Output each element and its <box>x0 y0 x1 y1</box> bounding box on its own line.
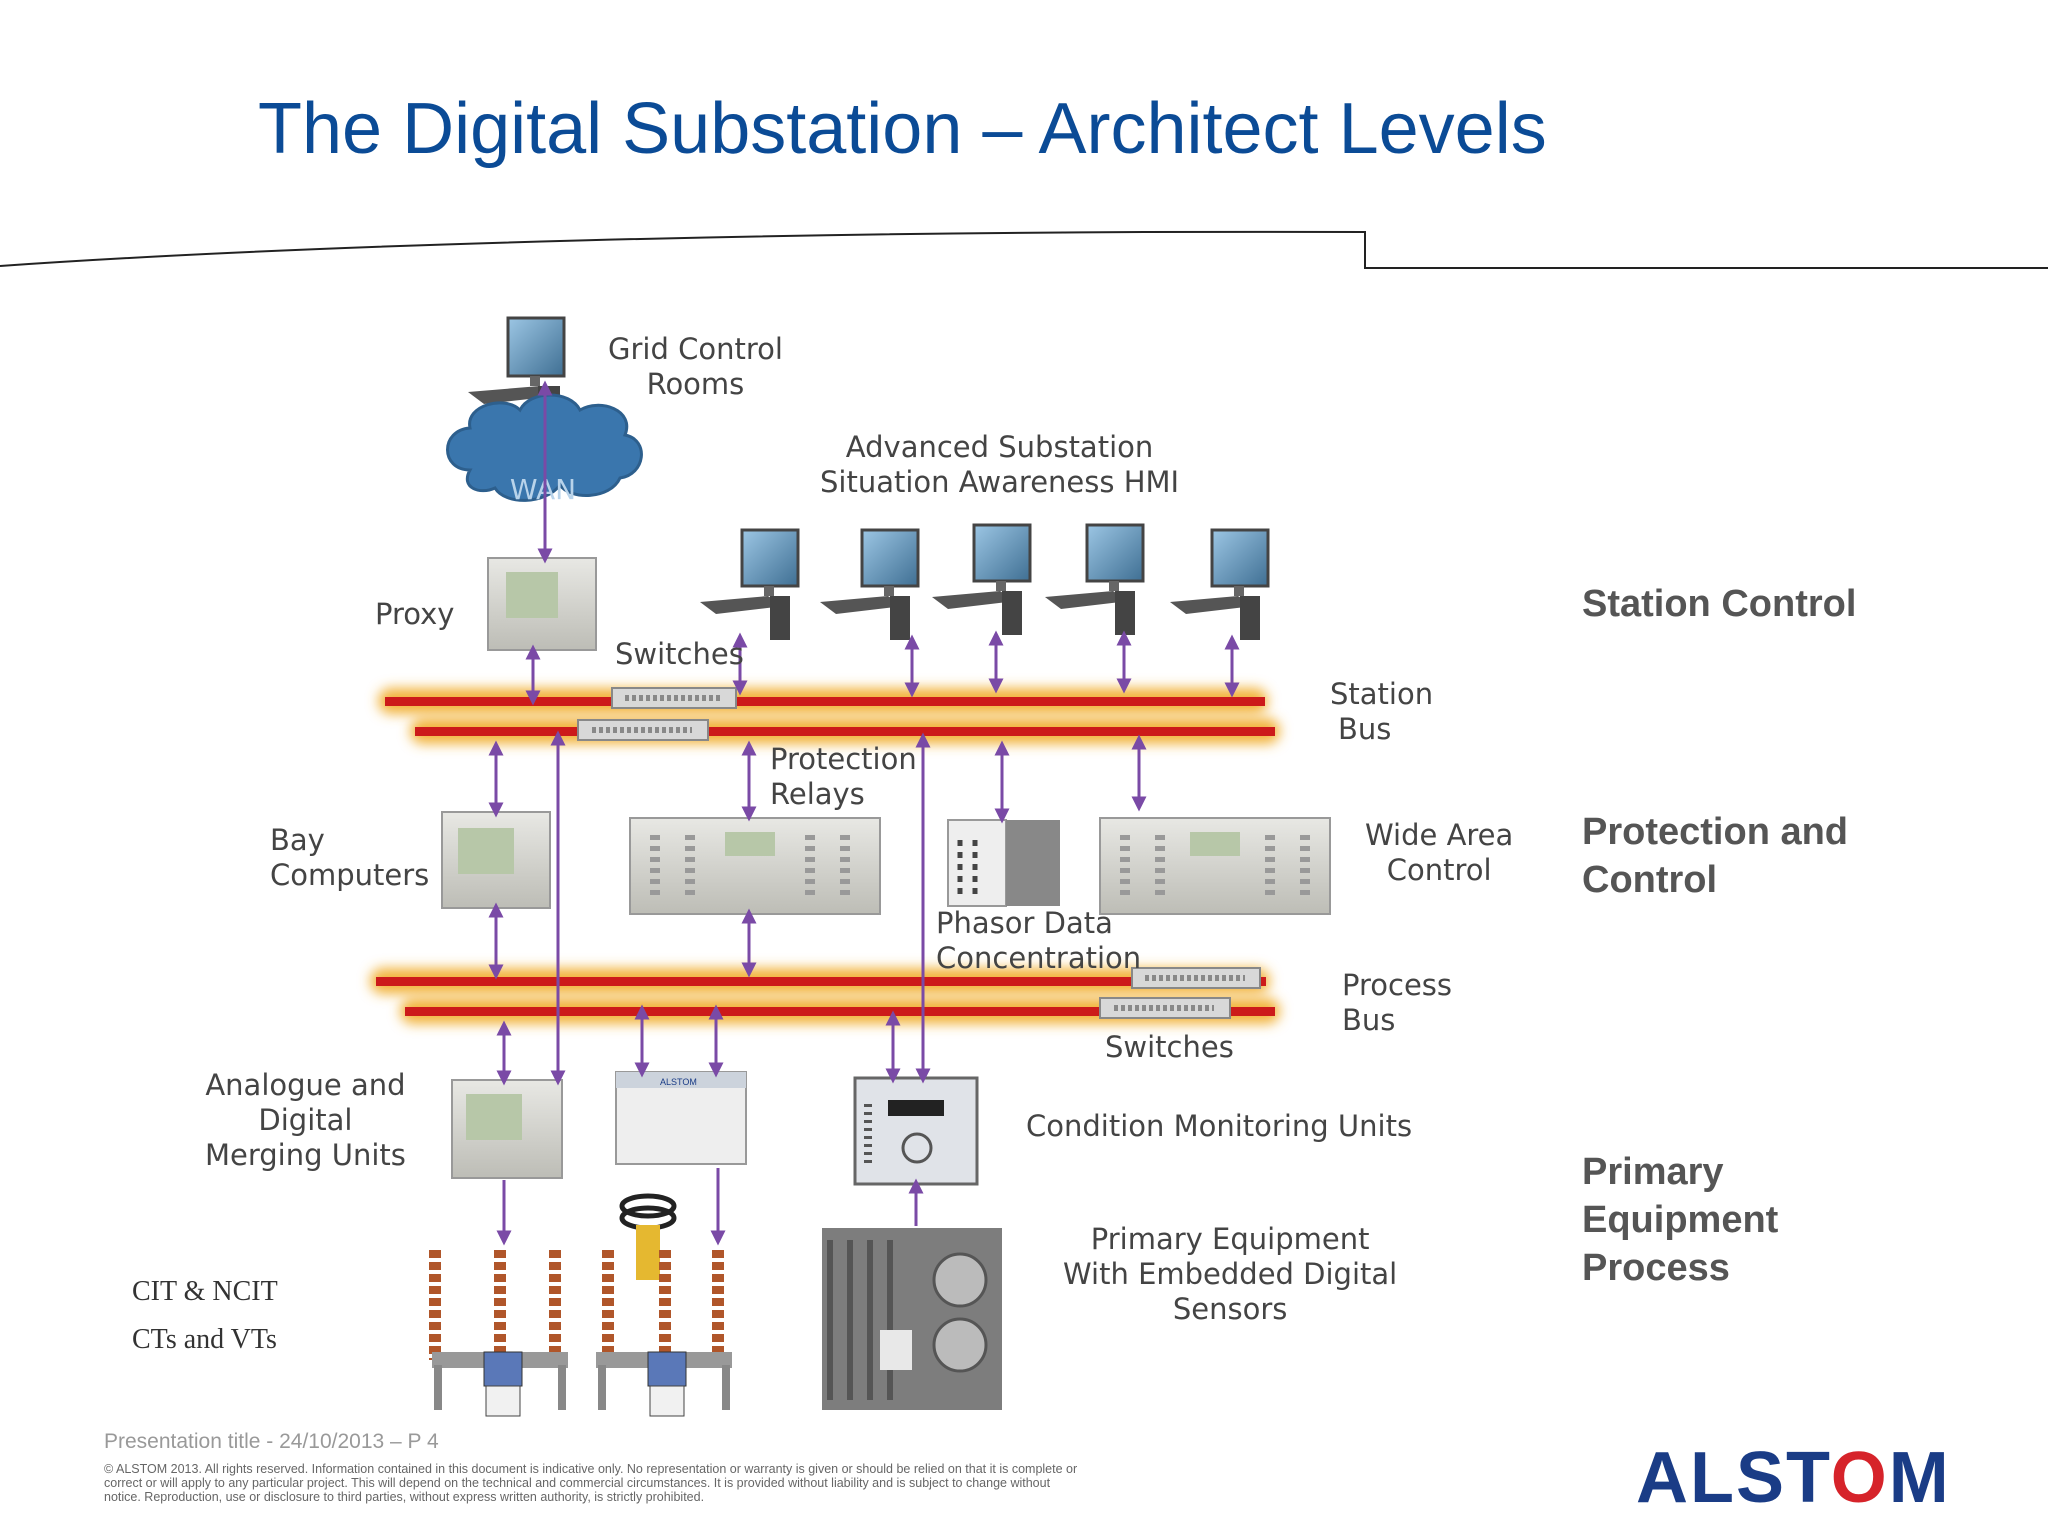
svg-text:ALSTOM: ALSTOM <box>660 1077 697 1087</box>
grid-control-rooms-label: Grid Control Rooms <box>608 332 783 401</box>
wan-label: WAN <box>510 473 576 506</box>
phasor-data-label: Phasor Data Concentration <box>936 906 1142 975</box>
merging-units-label: Analogue and Digital Merging Units <box>205 1068 406 1172</box>
proxy-label: Proxy <box>375 597 455 631</box>
wide-area-control-relay-icon <box>1099 817 1331 915</box>
power-transformer-icon <box>822 1228 1002 1410</box>
footer-disclaimer: © ALSTOM 2013. All rights reserved. Info… <box>104 1462 1078 1504</box>
station-bus-label: Station Bus <box>1330 677 1434 746</box>
digital-merging-unit-icon: ALSTOM <box>615 1071 747 1280</box>
hmi-label: Advanced Substation Situation Awareness … <box>820 430 1180 499</box>
footer-presentation-title: Presentation title - 24/10/2013 – P 4 <box>104 1430 439 1453</box>
phasor-data-concentrator-icon <box>947 819 1060 907</box>
cts-vts-label: CTs and VTs <box>132 1324 277 1355</box>
level-primary-equipment: Primary Equipment Process <box>1582 1151 1779 1289</box>
process-switches-icon <box>1099 967 1261 1019</box>
page-title: The Digital Substation – Architect Level… <box>258 89 1547 169</box>
switches-top-label: Switches <box>615 637 744 671</box>
condition-monitoring-unit-icon <box>853 1076 979 1186</box>
station-switches-icon <box>577 687 737 741</box>
cit-ncit-label: CIT & NCIT <box>132 1276 278 1307</box>
process-bus-label: Process Bus <box>1342 968 1453 1037</box>
protection-relays-label: Protection Relays <box>770 742 917 811</box>
condition-monitoring-label: Condition Monitoring Units <box>1026 1109 1413 1143</box>
level-protection-control: Protection and Control <box>1582 811 1849 901</box>
connection-arrows <box>488 380 1240 1246</box>
primary-equipment-label: Primary Equipment With Embedded Digital … <box>1063 1222 1398 1326</box>
process-bus <box>370 968 1280 1024</box>
bay-computers-label: Bay Computers <box>270 823 430 892</box>
station-bus <box>378 688 1280 744</box>
header-separator <box>0 230 2048 269</box>
instrument-transformers-icon <box>429 1250 732 1417</box>
level-station-control: Station Control <box>1582 583 1857 625</box>
wide-area-control-label: Wide Area Control <box>1365 818 1514 887</box>
protection-relay-icon <box>629 817 881 915</box>
alstom-logo: ALSTOM <box>1636 1438 1951 1518</box>
hmi-computers-icon <box>700 523 1270 640</box>
switches-bottom-label: Switches <box>1105 1030 1234 1064</box>
